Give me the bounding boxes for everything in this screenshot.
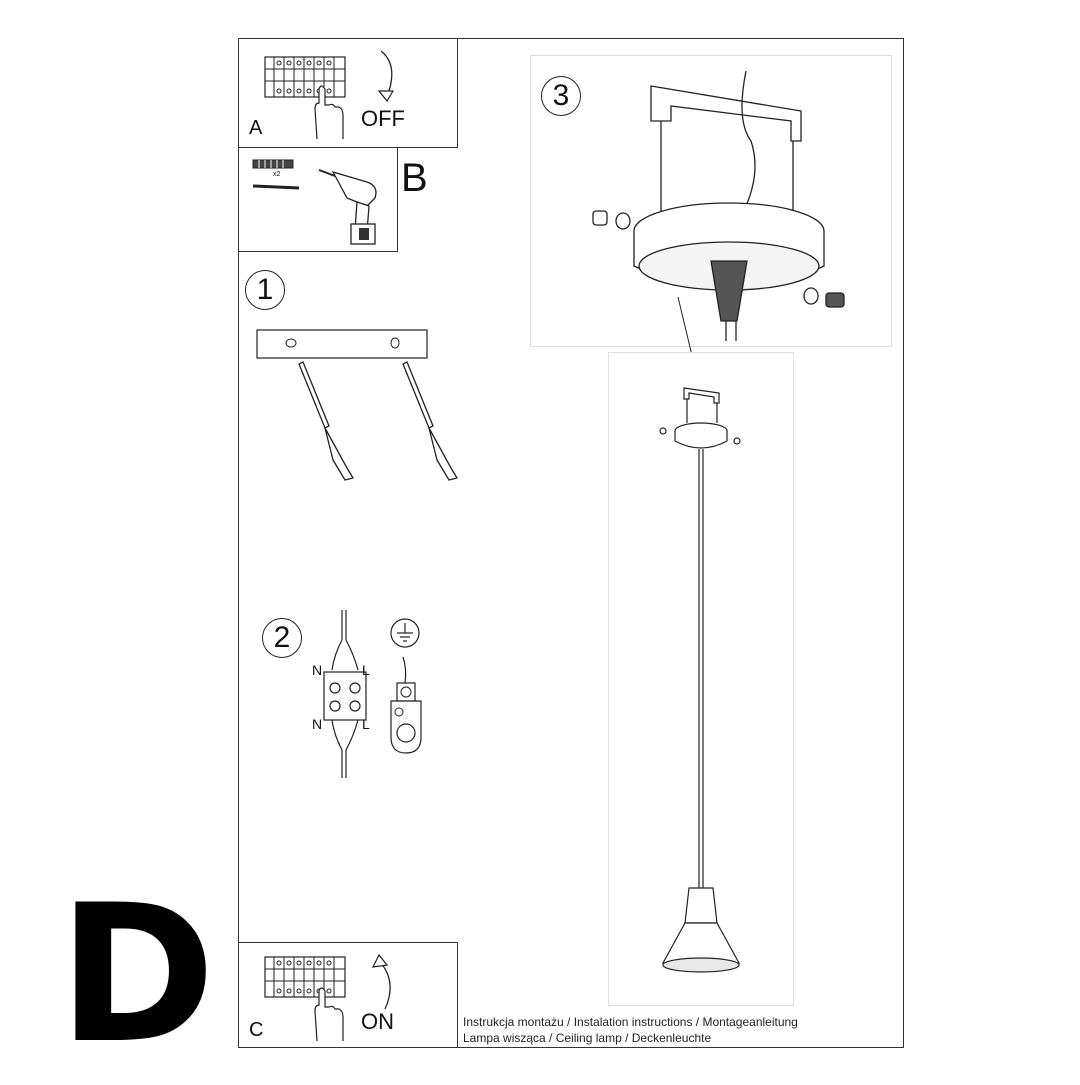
ceiling-canopy-icon bbox=[592, 70, 845, 341]
caption-line-2: Lampa wisząca / Ceiling lamp / Deckenleu… bbox=[463, 1031, 712, 1045]
step-3-badge: 3 bbox=[541, 76, 581, 116]
panel-c-action-label: ON bbox=[361, 1009, 394, 1034]
hand-icon bbox=[314, 85, 344, 140]
panel-a-letter: A bbox=[249, 117, 263, 139]
step-2-badge: 2 bbox=[262, 618, 302, 658]
panel-a-power-off: A OFF bbox=[238, 38, 458, 148]
arrow-down-icon bbox=[377, 50, 395, 103]
instruction-sheet-frame bbox=[238, 38, 904, 1048]
wire-neutral-top: N bbox=[312, 662, 323, 678]
panel-b-letter: B bbox=[401, 156, 428, 200]
hand-icon bbox=[314, 987, 344, 1042]
panel-b-tools: x2 B bbox=[238, 147, 428, 252]
screw-icon bbox=[252, 184, 300, 190]
wall-plug-icon bbox=[252, 159, 294, 169]
drill-icon bbox=[318, 169, 377, 245]
panel-c-letter: C bbox=[249, 1019, 264, 1041]
wire-live-bottom: L bbox=[362, 716, 370, 732]
breaker-panel-icon bbox=[264, 56, 346, 98]
corner-letter: D bbox=[58, 864, 216, 1085]
step-3-canopy-detail: 3 bbox=[530, 55, 892, 347]
pendant-lamp-area bbox=[608, 352, 794, 1006]
pendant-lamp-icon bbox=[659, 387, 741, 973]
panel-c-power-on: C ON bbox=[238, 942, 458, 1048]
caption-line-1: Instrukcja montażu / Instalation instruc… bbox=[463, 1015, 798, 1029]
panel-a-action-label: OFF bbox=[361, 106, 405, 131]
caption: Instrukcja montażu / Instalation instruc… bbox=[463, 1014, 798, 1046]
step-1-badge: 1 bbox=[245, 270, 285, 310]
terminal-block-icon bbox=[323, 610, 367, 778]
quantity-label: x2 bbox=[273, 171, 281, 178]
arrow-up-icon bbox=[371, 953, 391, 1010]
ceiling-anchor-diagram bbox=[256, 329, 459, 481]
wire-live-top: L bbox=[362, 662, 370, 678]
wire-neutral-bottom: N bbox=[312, 716, 323, 732]
ground-symbol-icon bbox=[390, 618, 422, 754]
